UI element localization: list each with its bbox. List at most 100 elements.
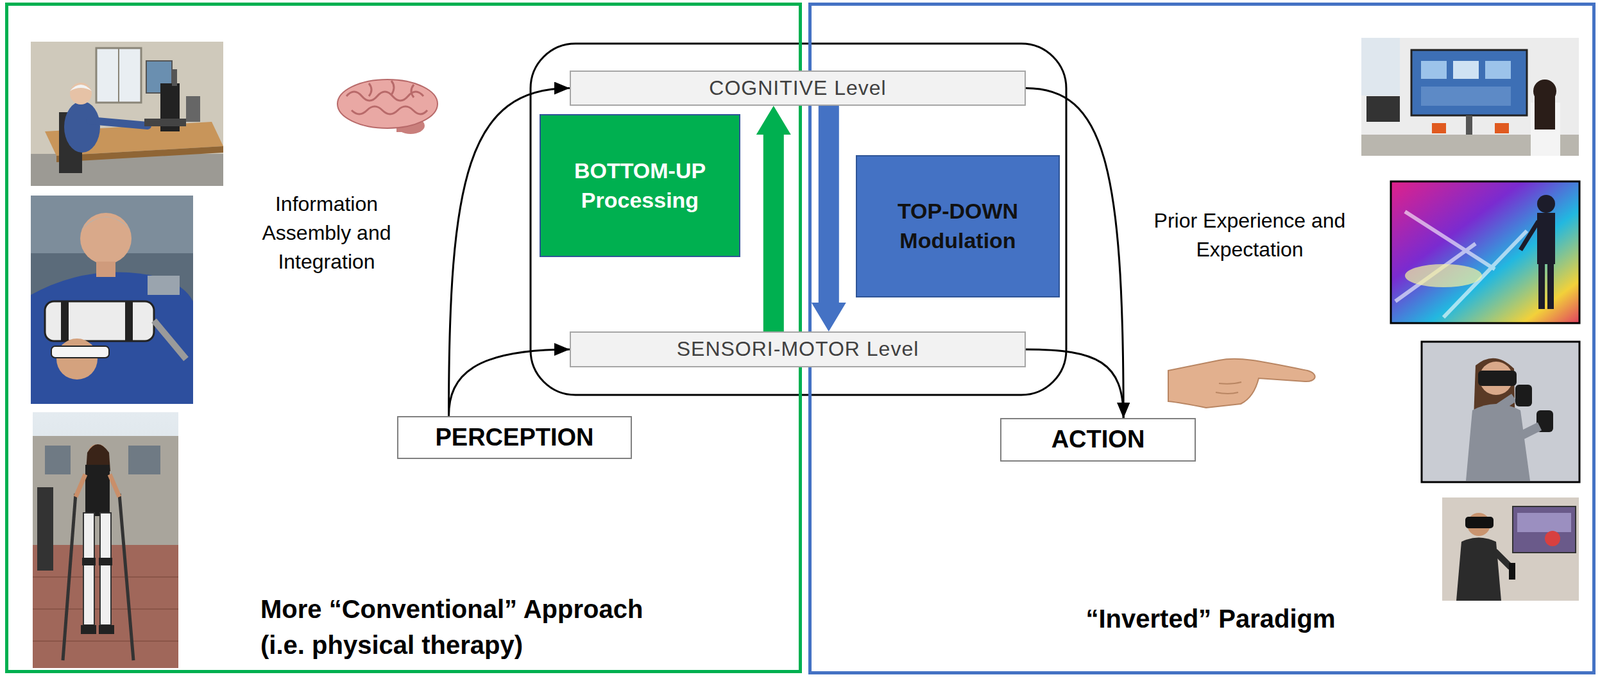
photo-walking-exoskeleton-part [75,474,86,498]
photo-walking-exoskeleton-part [119,493,134,661]
level-bar: COGNITIVE Level [569,70,1026,106]
photo-screen-training-part [1421,86,1511,106]
photo-walking-exoskeleton [32,412,179,669]
process-note: Prior Experience and Expectation [1143,206,1356,265]
photo-walking-exoskeleton-part [128,445,161,475]
photo-walking-exoskeleton-part [32,412,179,669]
photo-rehab-robot-part [30,41,224,187]
stage-box: PERCEPTION [397,416,632,460]
pointing-hand-part [1215,382,1242,394]
photo-vr-scene-part [1390,181,1580,324]
photo-walking-exoskeleton-part [98,625,115,635]
photo-vr-headset-part [1465,404,1531,482]
photo-screen-training-part [1431,123,1447,134]
photo-vr-headset-part [1475,397,1515,424]
photo-rehab-robot-part [69,82,92,105]
photo-screen-training-part [1361,37,1400,96]
approach-caption: More “Conventional” Approach (i.e. physi… [260,591,672,664]
block-arrow [811,105,847,332]
photo-vr-screen-part [1512,506,1576,554]
pointing-hand [1168,359,1316,409]
photo-walking-exoskeleton-part [85,465,110,517]
photo-rehab-robot-part [118,48,120,103]
level-bar-text: SENSORI-MOTOR Level [676,338,920,361]
photo-vr-screen-part [1465,517,1494,529]
photo-walking-exoskeleton-part [37,487,54,571]
level-container [530,43,1067,396]
photo-screen-training-part [1485,60,1511,79]
approach-caption: “Inverted” Paradigm [1063,601,1359,638]
photo-rehab-robot-part [144,118,187,127]
photo-vr-scene [1390,181,1580,324]
photo-vr-scene-part [1395,211,1527,318]
photo-rehab-robot-part [89,120,148,126]
photo-arm-exoskeleton-part [80,212,132,265]
photo-arm-exoskeleton-part [125,301,133,342]
level-bar: SENSORI-MOTOR Level [569,331,1026,368]
photo-walking-exoskeleton-part [100,513,111,626]
photo-vr-screen-part [1442,497,1579,602]
photo-arm-exoskeleton-part [56,338,98,380]
processing-box-text: TOP-DOWN Modulation [867,196,1049,256]
processing-box: BOTTOM-UP Processing [539,114,741,258]
process-note: Information Assembly and Integration [252,189,401,277]
photo-arm-exoskeleton-part [147,275,180,296]
photo-screen-training [1361,37,1579,156]
photo-arm-exoskeleton-part [60,301,69,342]
stage-box-text: PERCEPTION [434,424,594,452]
photo-arm-exoskeleton-part [44,301,154,342]
photo-vr-screen-part [1517,513,1572,533]
photo-vr-headset-part [1515,384,1532,407]
photo-vr-scene-part [1537,195,1556,213]
photo-walking-exoskeleton-part [62,493,76,661]
level-bar-text: COGNITIVE Level [708,76,886,100]
photo-screen-training-part [1534,91,1556,130]
photo-vr-headset-part [1478,370,1517,387]
stage-box: ACTION [1000,418,1196,462]
stage-box-text: ACTION [1051,426,1146,454]
photo-screen-training-part [1361,37,1579,156]
photo-arm-exoskeleton-part [30,272,194,405]
processing-box: TOP-DOWN Modulation [855,155,1060,298]
photo-vr-scene-part [1547,264,1554,310]
photo-walking-exoskeleton-part [109,474,120,498]
photo-rehab-robot [30,41,224,187]
photo-walking-exoskeleton-part [83,513,95,626]
photo-vr-screen-part [1544,531,1561,547]
photo-walking-exoskeleton-part [44,445,71,475]
approach-caption-area: More “Conventional” Approach (i.e. physi… [260,591,672,664]
flow-arrow [449,349,571,417]
flow-arrow [1025,349,1124,419]
photo-arm-exoskeleton-part [51,346,110,358]
photo-vr-headset-part [1421,341,1580,483]
photo-walking-exoskeleton-part [32,640,179,643]
photo-rehab-robot-part [171,69,178,86]
process-note-area: Information Assembly and Integration [252,189,401,277]
photo-vr-screen-part [1508,563,1516,580]
photo-vr-headset [1421,341,1580,483]
photo-screen-training-part [1411,50,1527,116]
processing-box-text: BOTTOM-UP Processing [551,156,729,216]
photo-vr-screen-part [1494,551,1511,568]
pointing-hand-part [1168,359,1316,409]
photo-vr-scene-part [1520,221,1539,251]
photo-rehab-robot-part [64,101,101,153]
photo-arm-exoskeleton [30,195,194,405]
brain-icon [337,79,438,135]
photo-vr-headset-part [1520,426,1540,437]
approach-caption-area: “Inverted” Paradigm [1063,601,1359,638]
block-arrow [756,105,792,332]
photo-arm-exoskeleton-part [30,195,194,405]
photo-walking-exoskeleton-part [80,625,97,635]
photo-vr-scene-part [1538,264,1545,310]
photo-vr-screen-part [1456,538,1502,602]
photo-screen-training-part [1453,60,1479,79]
photo-arm-exoskeleton-part [153,320,187,360]
brain-icon-part [351,106,428,115]
photo-rehab-robot-part [96,48,142,103]
photo-screen-training-part [1366,96,1400,122]
brain-icon-part [368,80,414,98]
photo-walking-exoskeleton-part [82,558,96,566]
photo-vr-scene-part [1537,212,1556,265]
